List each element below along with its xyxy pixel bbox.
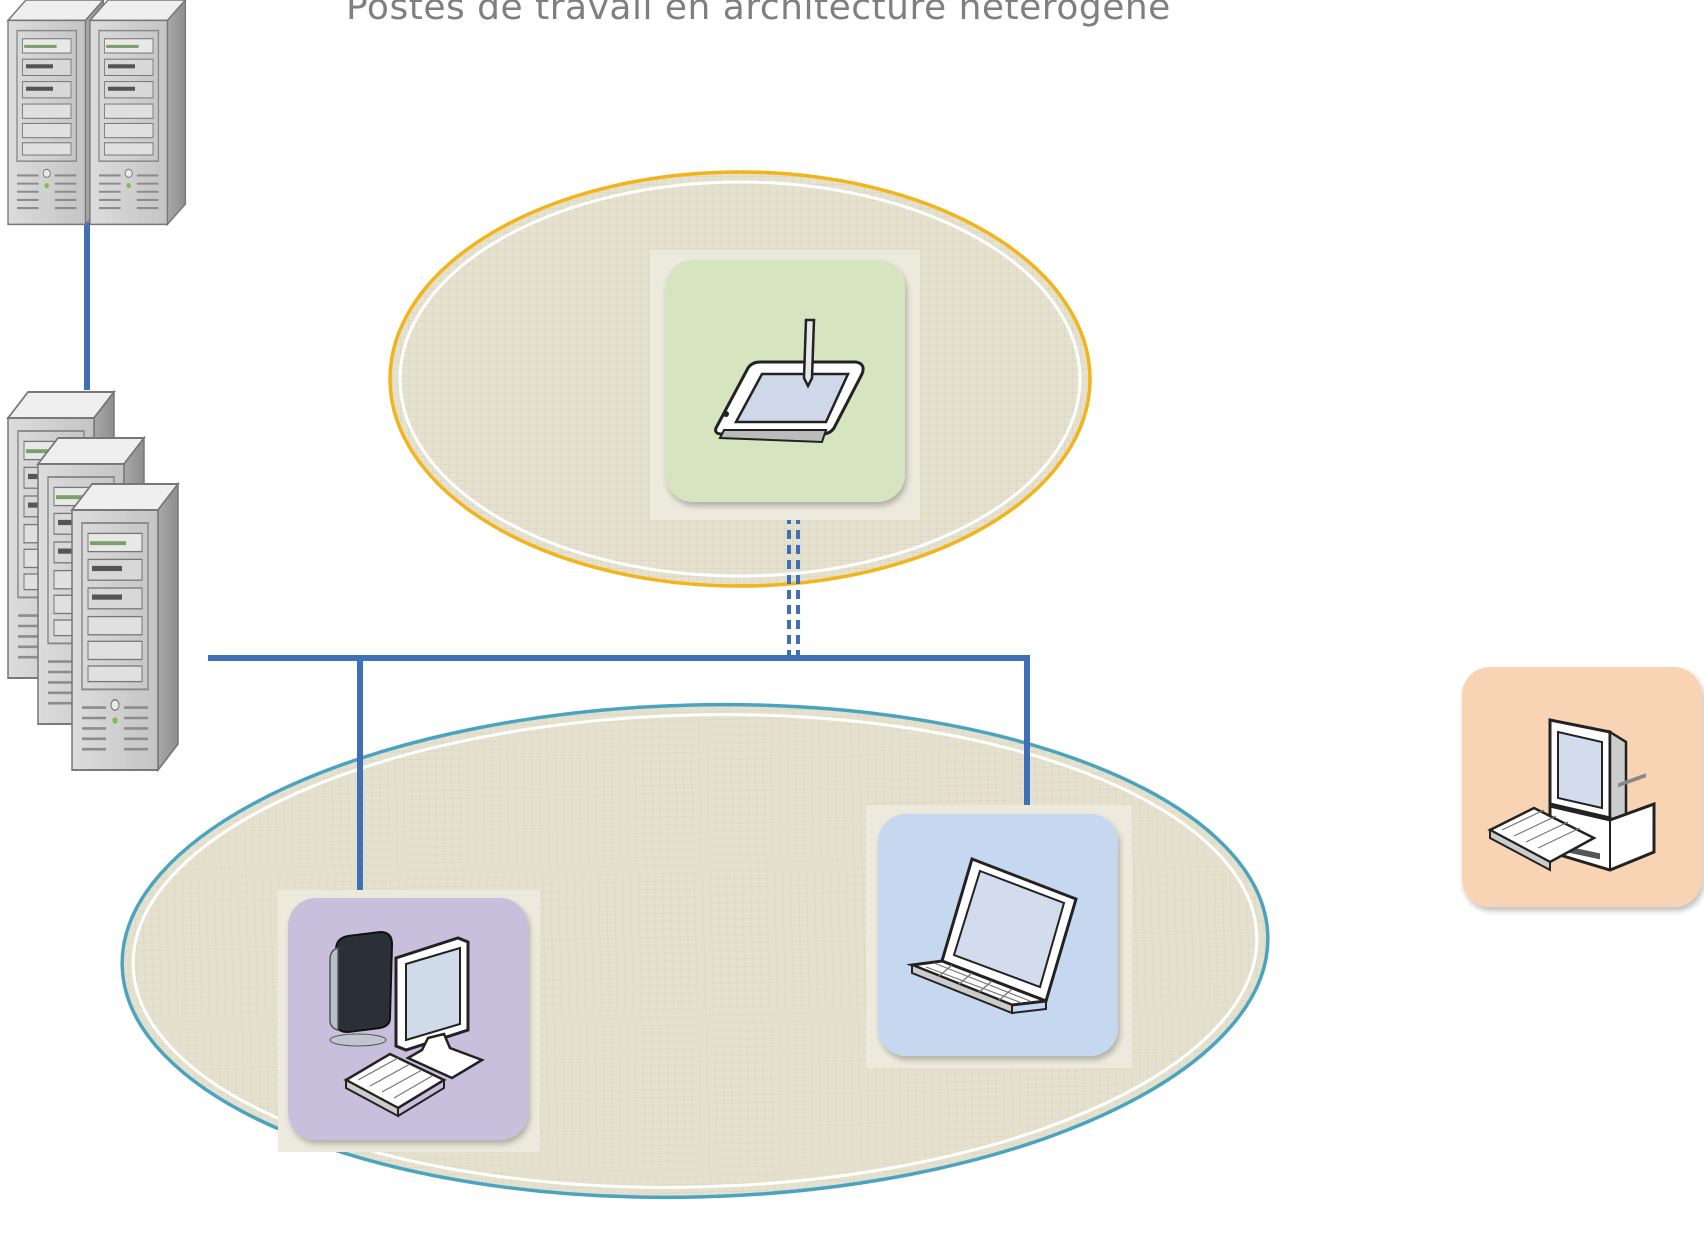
diagram-title: Postes de travail en architecture hétéro…: [346, 0, 1171, 28]
desktop-computer-icon: [1487, 718, 1656, 872]
laptop-icon: [906, 857, 1078, 1015]
server-rack-icon: [6, 0, 187, 226]
tablet-pen-icon: [714, 318, 865, 444]
tablet-node: [650, 250, 920, 520]
thin-client-workstation-icon: [329, 930, 485, 1118]
desktop-node: [1462, 667, 1702, 907]
laptop-node: [866, 805, 1132, 1068]
thin-client-node: [278, 890, 540, 1152]
server-cluster-icon: [6, 390, 180, 772]
network-links: [84, 222, 1030, 898]
link-to-tablet-dashed: [787, 500, 800, 656]
